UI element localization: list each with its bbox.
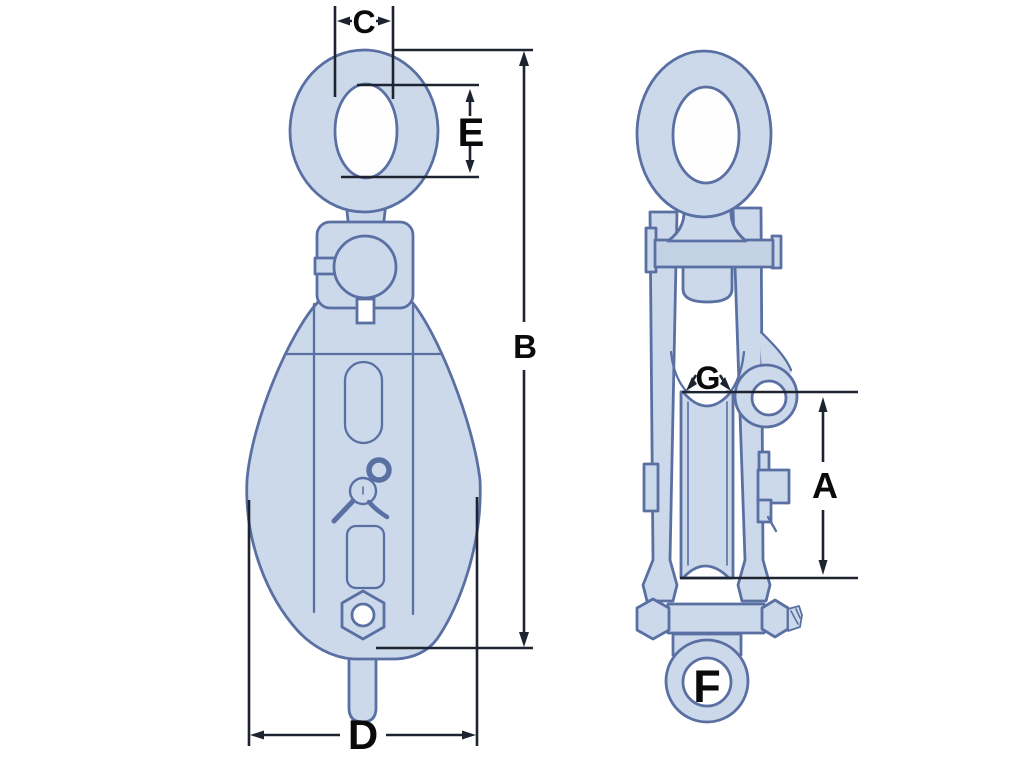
swivel-shank-side <box>681 259 734 304</box>
dimension-annotations-side: G A F <box>680 358 858 712</box>
lower-slot <box>345 524 386 590</box>
axle-nut-right <box>760 598 790 639</box>
dim-b: B <box>376 48 537 650</box>
axle-nut-left <box>635 597 671 641</box>
upper-slot <box>343 360 384 445</box>
top-eye-hole-front <box>333 82 399 180</box>
dim-label-b: B <box>513 328 537 365</box>
dim-label-f: F <box>693 661 721 712</box>
dim-label-e: E <box>458 111 485 155</box>
becket-edge-line <box>759 330 793 372</box>
keeper-tab-right <box>756 468 791 505</box>
dim-d: D <box>247 497 479 758</box>
hex-nut-hole <box>350 602 376 628</box>
crosshead-pin <box>653 238 775 269</box>
becket-hole <box>750 379 788 417</box>
axle-bolt-shaft <box>666 602 766 635</box>
strap-waist-right <box>729 350 746 393</box>
dim-c: C <box>333 4 395 99</box>
dim-label-c: C <box>352 4 375 40</box>
sheave <box>679 390 735 580</box>
left-strap <box>641 210 679 603</box>
strap-waist-left <box>669 350 688 393</box>
dimension-annotations-front: C E B D <box>247 4 537 758</box>
side-view <box>635 49 803 724</box>
g-label-halo <box>690 358 726 391</box>
keeper-pin-tail <box>766 515 778 533</box>
cotter-pin <box>331 457 392 524</box>
front-view <box>245 48 482 724</box>
swivel-cap <box>332 234 398 300</box>
dim-label-g: G <box>696 360 721 396</box>
dim-label-d: D <box>348 711 378 758</box>
keeper-tab-left <box>642 462 660 513</box>
bottom-eye-hole <box>681 656 733 708</box>
swivel-keyway <box>355 297 376 325</box>
top-eye-hole-side <box>671 85 741 185</box>
dim-e: E <box>341 83 485 179</box>
dim-g: G <box>686 358 731 396</box>
axle-bolt-tip-threads <box>790 608 801 625</box>
dim-a: A <box>812 397 838 575</box>
dim-label-a: A <box>812 465 838 506</box>
